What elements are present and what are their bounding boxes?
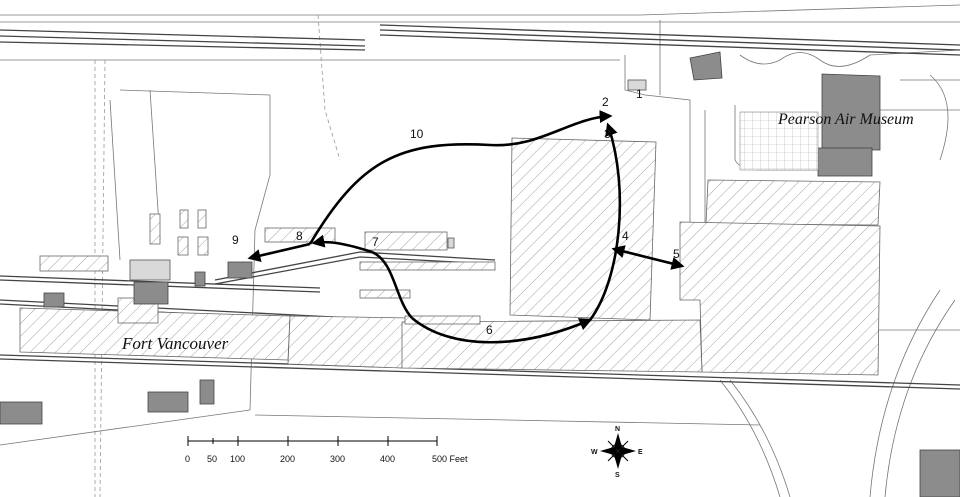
stop-label-7: 7 xyxy=(372,235,379,249)
scale-tick-200: 200 xyxy=(280,454,295,464)
stop-label-5: 5 xyxy=(673,247,680,261)
scale-tick-0: 0 xyxy=(185,454,190,464)
place-label-fort-vancouver: Fort Vancouver xyxy=(121,334,229,353)
place-label-pearson-air-museum: Pearson Air Museum xyxy=(777,111,914,128)
compass-north: N xyxy=(615,426,620,433)
scale-bar: 0 50 100 200 300 400 500 Feet xyxy=(185,436,468,464)
scale-tick-400: 400 xyxy=(380,454,395,464)
scale-tick-50: 50 xyxy=(207,454,217,464)
compass-rose-icon: N S E W xyxy=(591,426,643,479)
tour-route xyxy=(247,110,685,344)
stop-label-10: 10 xyxy=(410,127,424,141)
compass-west: W xyxy=(591,449,598,456)
stop-label-2: 2 xyxy=(602,95,609,109)
stop-label-9: 9 xyxy=(232,233,239,247)
compass-south: S xyxy=(615,472,620,479)
scale-tick-300: 300 xyxy=(330,454,345,464)
stop-labels: 1 2 3 4 5 6 7 8 9 10 xyxy=(232,87,680,337)
stop-label-1: 1 xyxy=(636,87,643,101)
compass-east: E xyxy=(638,449,643,456)
museum-plaza xyxy=(739,111,819,171)
stop-label-3: 3 xyxy=(604,127,611,141)
stop-label-4: 4 xyxy=(622,229,629,243)
stop-label-6: 6 xyxy=(486,323,493,337)
scale-tick-500-feet: 500 Feet xyxy=(432,454,468,464)
scale-tick-100: 100 xyxy=(230,454,245,464)
stop-label-8: 8 xyxy=(296,229,303,243)
road-linework xyxy=(0,4,960,497)
railway-tracks xyxy=(0,24,960,390)
buildings xyxy=(0,51,960,497)
